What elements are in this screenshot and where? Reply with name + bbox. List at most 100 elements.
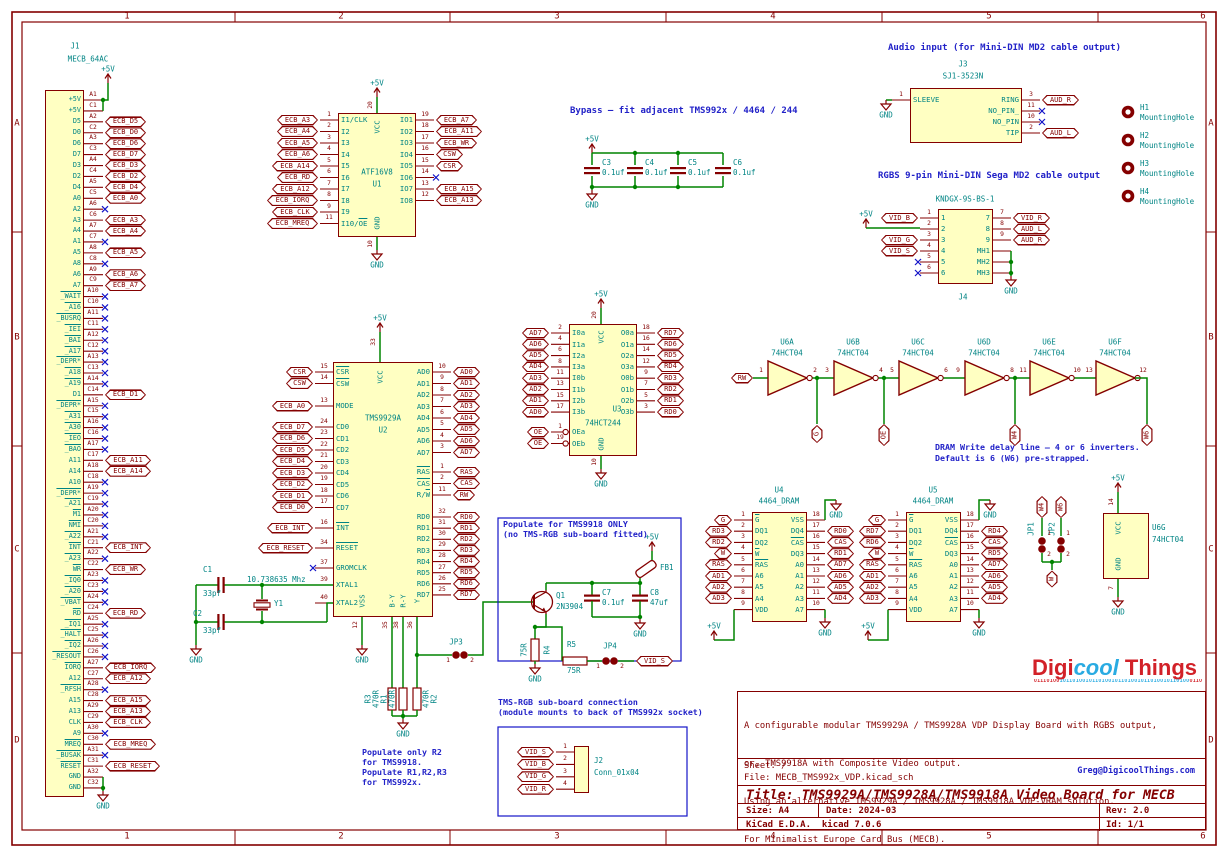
net-label[interactable]: ECB_A12 bbox=[105, 673, 151, 684]
net-label[interactable]: AD3 bbox=[705, 593, 732, 604]
component-J3[interactable] bbox=[910, 88, 1022, 143]
net-label[interactable]: ECB_WR bbox=[105, 564, 146, 575]
crystal-symbol[interactable] bbox=[253, 602, 271, 608]
net-label[interactable]: ECB_D2 bbox=[272, 479, 313, 490]
net-label[interactable]: ECB_WR bbox=[436, 138, 477, 149]
net-label[interactable]: ECB_RD bbox=[105, 608, 146, 619]
net-label[interactable]: CAS bbox=[827, 537, 854, 548]
net-label[interactable]: ECB_A0 bbox=[105, 193, 146, 204]
net-label[interactable]: RD1 bbox=[657, 395, 684, 406]
net-label[interactable]: RD6 bbox=[453, 578, 480, 589]
jumper-pad[interactable] bbox=[1057, 537, 1065, 545]
net-label[interactable]: RD3 bbox=[657, 373, 684, 384]
net-label[interactable]: AD5 bbox=[453, 424, 480, 435]
net-label[interactable]: RD6 bbox=[657, 339, 684, 350]
net-label[interactable]: RD0 bbox=[827, 526, 854, 537]
net-label[interactable]: ECB_A7 bbox=[436, 115, 477, 126]
net-label[interactable]: RD7 bbox=[453, 589, 480, 600]
net-label[interactable]: ECB_A4 bbox=[105, 226, 146, 237]
net-label[interactable]: CSR bbox=[436, 161, 463, 172]
net-label[interactable]: W bbox=[1047, 571, 1058, 588]
net-label[interactable]: CAS bbox=[981, 537, 1008, 548]
net-label[interactable]: ECB_D7 bbox=[272, 422, 313, 433]
net-label[interactable]: AUD_L bbox=[1042, 128, 1079, 139]
net-label[interactable]: G bbox=[812, 425, 823, 443]
net-label[interactable]: W4 bbox=[1037, 496, 1048, 518]
net-label[interactable]: AD6 bbox=[453, 436, 480, 447]
net-label[interactable]: RD1 bbox=[453, 523, 480, 534]
net-label[interactable]: ECB_D6 bbox=[272, 433, 313, 444]
net-label[interactable]: ECB_D5 bbox=[105, 116, 146, 127]
jumper-pad[interactable] bbox=[1038, 545, 1046, 553]
net-label[interactable]: CSW bbox=[436, 149, 463, 160]
net-label[interactable]: VID_S bbox=[517, 747, 554, 758]
net-label[interactable]: ECB_D3 bbox=[272, 468, 313, 479]
net-label[interactable]: VID_G bbox=[881, 235, 918, 246]
net-label[interactable]: AD0 bbox=[522, 407, 549, 418]
net-label[interactable]: AD1 bbox=[522, 395, 549, 406]
net-label[interactable]: RD2 bbox=[705, 537, 732, 548]
net-label[interactable]: RW bbox=[731, 373, 753, 384]
net-label[interactable]: RD4 bbox=[453, 556, 480, 567]
component-U3[interactable] bbox=[569, 324, 637, 456]
net-label[interactable]: RD1 bbox=[827, 548, 854, 559]
net-label[interactable]: RD3 bbox=[705, 526, 732, 537]
net-label[interactable]: VID_B bbox=[881, 213, 918, 224]
inverter-symbol[interactable] bbox=[833, 359, 875, 397]
net-label[interactable]: RD4 bbox=[981, 526, 1008, 537]
component-U2[interactable] bbox=[333, 362, 433, 617]
net-label[interactable]: VID_G bbox=[517, 771, 554, 782]
net-label[interactable]: ECB_A3 bbox=[105, 215, 146, 226]
net-label[interactable]: ECB_RD bbox=[277, 172, 318, 183]
net-label[interactable]: ECB_D0 bbox=[105, 127, 146, 138]
net-label[interactable]: ECB_A11 bbox=[436, 126, 482, 137]
net-label[interactable]: AD4 bbox=[827, 593, 854, 604]
jumper-pad[interactable] bbox=[1057, 545, 1065, 553]
net-label[interactable]: ECB_D6 bbox=[105, 138, 146, 149]
net-label[interactable]: RD3 bbox=[453, 545, 480, 556]
net-label[interactable]: AD6 bbox=[522, 339, 549, 350]
net-label[interactable]: AD4 bbox=[453, 413, 480, 424]
net-label[interactable]: RD5 bbox=[981, 548, 1008, 559]
jumper-pad[interactable] bbox=[1038, 537, 1046, 545]
net-label[interactable]: ECB_A7 bbox=[105, 280, 146, 291]
net-label[interactable]: ECB_A3 bbox=[277, 115, 318, 126]
net-label[interactable]: W bbox=[714, 548, 732, 559]
net-label[interactable]: ECB_A15 bbox=[436, 184, 482, 195]
net-label[interactable]: ECB_A15 bbox=[105, 695, 151, 706]
net-label[interactable]: ECB_D1 bbox=[105, 389, 146, 400]
component-J2[interactable] bbox=[574, 746, 589, 793]
net-label[interactable]: RW bbox=[453, 490, 475, 501]
net-label[interactable]: ECB_A4 bbox=[277, 126, 318, 137]
net-label[interactable]: ECB_A11 bbox=[105, 455, 151, 466]
jumper-pad[interactable] bbox=[452, 651, 460, 659]
net-label[interactable]: RAS bbox=[859, 559, 886, 570]
component-J4[interactable] bbox=[938, 209, 993, 284]
net-label[interactable]: ECB_A14 bbox=[105, 466, 151, 477]
net-label[interactable]: G bbox=[868, 515, 886, 526]
net-label[interactable]: AD3 bbox=[522, 373, 549, 384]
net-label[interactable]: VID_R bbox=[1013, 213, 1050, 224]
net-label[interactable]: CSW bbox=[286, 378, 313, 389]
net-label[interactable]: OE bbox=[527, 438, 549, 449]
jumper-pad[interactable] bbox=[610, 657, 618, 665]
ferrite-bead-symbol[interactable] bbox=[635, 559, 658, 579]
net-label[interactable]: AD4 bbox=[981, 593, 1008, 604]
net-label[interactable]: RD2 bbox=[657, 384, 684, 395]
component-U6G[interactable] bbox=[1103, 513, 1149, 579]
net-label[interactable]: AD7 bbox=[827, 559, 854, 570]
net-label[interactable]: ECB_D4 bbox=[105, 182, 146, 193]
net-label[interactable]: ECB_RESET bbox=[105, 761, 160, 772]
net-label[interactable]: RD7 bbox=[657, 328, 684, 339]
net-label[interactable]: ECB_A14 bbox=[272, 161, 318, 172]
net-label[interactable]: RD0 bbox=[453, 512, 480, 523]
net-label[interactable]: ECB_IORQ bbox=[267, 195, 318, 206]
net-label[interactable]: ECB_IORQ bbox=[105, 662, 156, 673]
net-label[interactable]: ECB_MREQ bbox=[267, 218, 318, 229]
net-label[interactable]: RD4 bbox=[657, 361, 684, 372]
component-U4[interactable] bbox=[752, 512, 807, 622]
inverter-symbol[interactable] bbox=[898, 359, 940, 397]
net-label[interactable]: W bbox=[868, 548, 886, 559]
net-label[interactable]: ECB_D7 bbox=[105, 149, 146, 160]
net-label[interactable]: ECB_A6 bbox=[105, 269, 146, 280]
